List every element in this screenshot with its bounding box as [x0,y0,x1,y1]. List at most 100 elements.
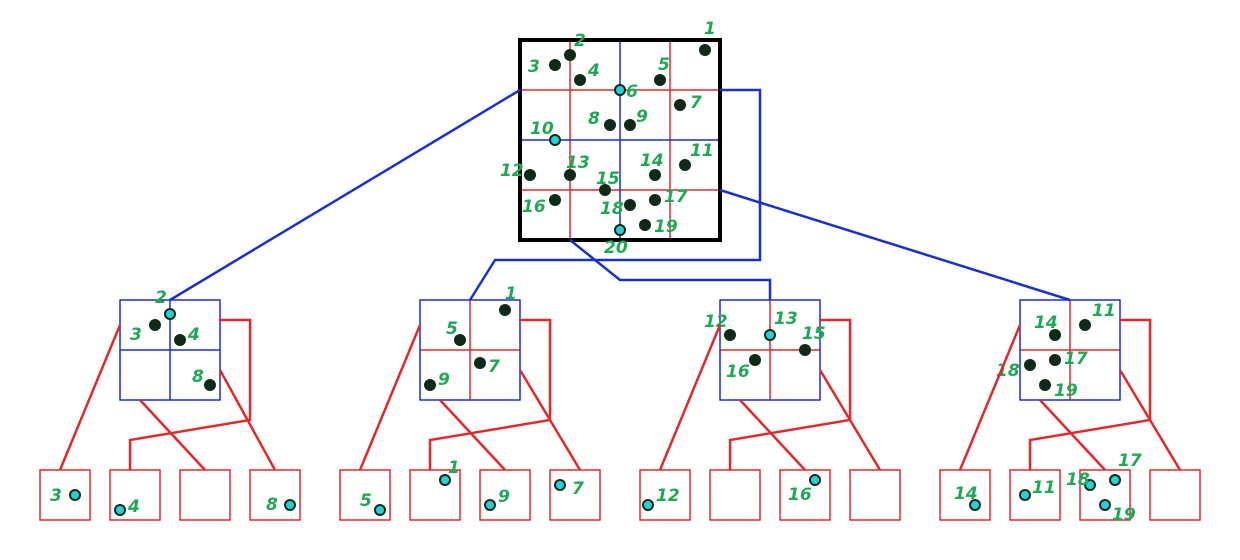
root-label-2: 2 [574,31,586,51]
node-point [499,304,511,316]
root-point-11 [679,159,691,171]
root-label-5: 5 [658,55,670,75]
leaf-point [1019,489,1031,501]
node-label: 17 [1064,349,1088,369]
root-point-9 [624,119,636,131]
leaf-box-1 [39,469,91,521]
leaf-box-14 [1009,469,1061,521]
leaf-box-10 [709,469,761,521]
leaf-point [374,504,386,516]
leaf-point [554,479,566,491]
leaf-box-6 [409,469,461,521]
root-label-16: 16 [522,197,546,217]
connector-node4-leaf3 [1039,399,1106,471]
root-label-18: 18 [600,199,624,219]
leaf-point [439,474,451,486]
connector-root-to-node2 [468,88,762,301]
node-point [474,357,486,369]
connector-node3-leaf2 [728,318,852,470]
leaf-label: 3 [50,486,62,506]
leaf-point [114,504,126,516]
root-label-10: 10 [530,119,554,139]
connector-node4-leaf1 [958,324,1022,471]
leaf-point [1109,474,1121,486]
leaf-label: 17 [1118,451,1142,471]
connector-node3-leaf4 [818,369,882,471]
root-border [518,38,722,242]
connector-node1-leaf1 [58,324,122,471]
root-point-18 [624,199,636,211]
leaf-label: 16 [788,485,812,505]
node-connectors [58,318,1182,471]
root-label-13: 13 [566,153,590,173]
leaf-label: 7 [572,479,584,499]
root-point-3 [549,59,561,71]
leaf-point [809,474,821,486]
node-label: 13 [774,309,798,329]
root-label-7: 7 [690,93,702,113]
root-label-6: 6 [626,82,638,102]
root-label-19: 19 [654,217,678,237]
root-point-14 [649,169,661,181]
leaf-label: 5 [360,491,372,511]
node-point [1024,359,1036,371]
root-label-9: 9 [636,107,648,127]
root-label-15: 15 [596,169,620,189]
root-point-19 [639,219,651,231]
node-point [1039,379,1051,391]
leaf-box-8 [549,469,601,521]
leaf-box-11 [779,469,831,521]
root-label-20: 20 [604,238,628,258]
level1-node-2: 1 5 7 9 [419,284,521,401]
connector-node4-leaf4 [1118,369,1182,471]
node-border [719,299,821,401]
node-point [174,334,186,346]
leaf-box-9 [639,469,691,521]
leaf-label: 12 [656,486,680,506]
node-label: 8 [192,367,204,387]
root-point-7 [674,99,686,111]
leaf-box-12 [849,469,901,521]
leaf-box-16 [1149,469,1201,521]
leaf-label: 11 [1032,478,1056,498]
connector-node1-leaf3 [139,399,206,471]
root-point-13 [564,169,576,181]
leaf-box-4 [249,469,301,521]
root-point-12 [524,169,536,181]
connector-root-to-node3 [569,239,772,300]
node-label: 19 [1054,381,1078,401]
root-point-8 [604,119,616,131]
leaf-box-5 [339,469,391,521]
node-point [1049,329,1061,341]
node-point [764,329,776,341]
node-label: 2 [155,288,167,308]
leaf-point [1084,479,1096,491]
root-connectors [169,88,1071,302]
node-point [204,379,216,391]
leaf-label: 8 [266,495,278,515]
node-label: 4 [187,325,200,345]
node-border [119,299,221,401]
node-point [454,334,466,346]
node-label: 11 [1092,301,1116,321]
node-point [799,344,811,356]
root-label-14: 14 [640,151,664,171]
root-point-4 [574,74,586,86]
node-border [419,299,521,401]
leaves: 3 4 8 5 1 9 7 12 16 14 [39,451,1201,525]
leaf-label: 14 [954,484,978,504]
leaf-box-13 [939,469,991,521]
root-point-5 [654,74,666,86]
root-label-11: 11 [690,141,714,161]
leaf-box-15 [1079,469,1131,521]
node-point [1079,319,1091,331]
root-point-6 [614,84,626,96]
leaf-point [969,499,981,511]
leaf-point [284,499,296,511]
root-point-20 [614,224,626,236]
leaf-label: 18 [1066,470,1090,490]
node-point [164,308,176,320]
node-label: 5 [446,319,458,339]
root-label-4: 4 [587,61,600,81]
